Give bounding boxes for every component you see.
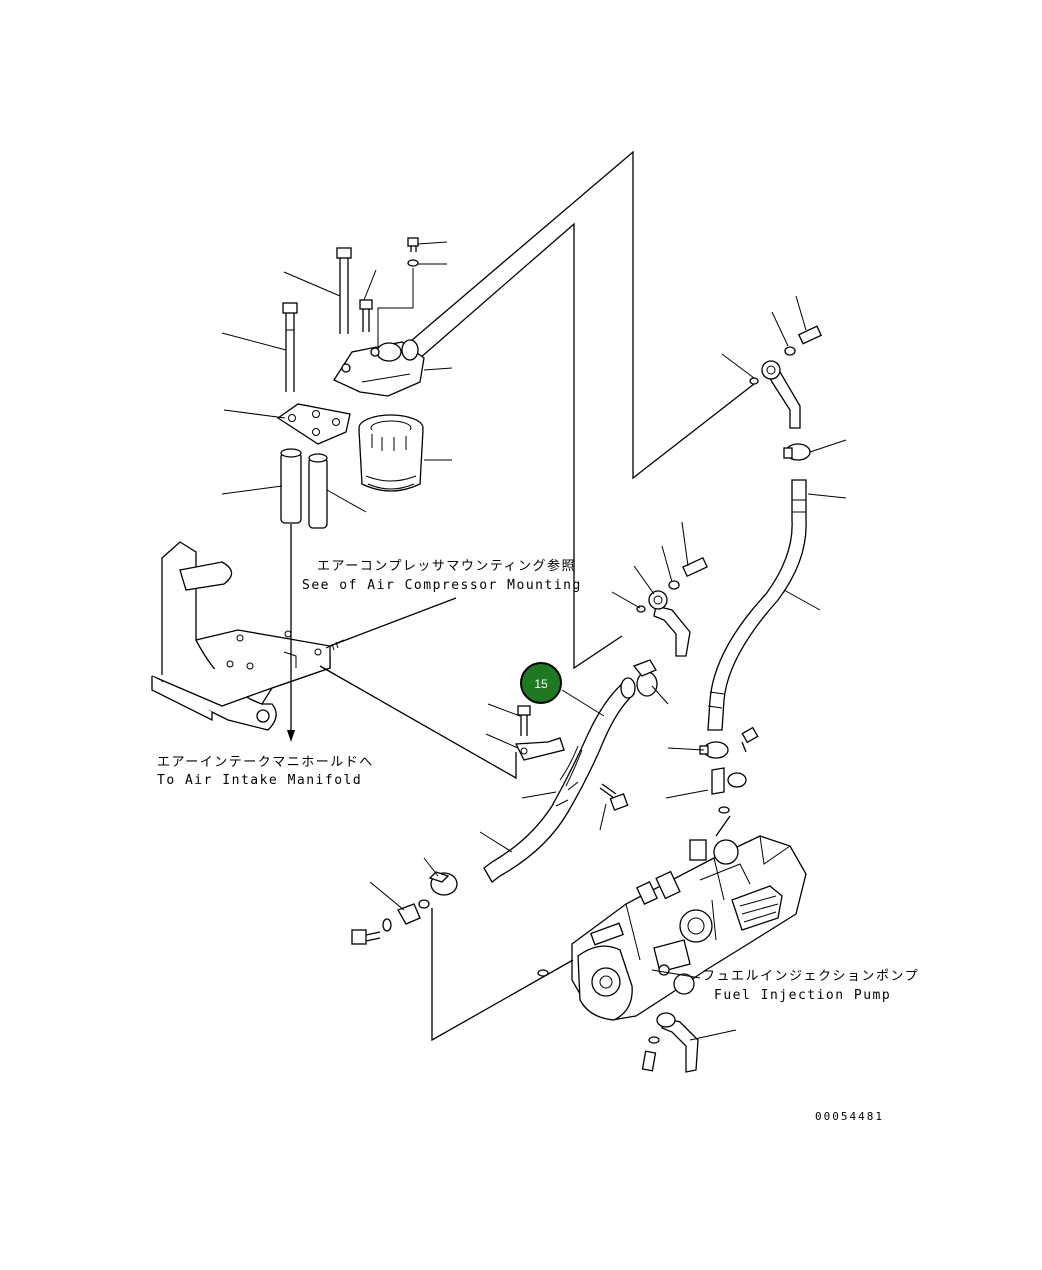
section-boundary-lines	[397, 150, 755, 670]
inlet-fittings	[351, 899, 549, 977]
air-compressor-label-jp: エアーコンプレッサマウンティング参照	[317, 558, 576, 574]
pump-top-line	[715, 815, 731, 837]
return-fittings	[699, 726, 759, 814]
eye-joint-upper	[636, 556, 708, 657]
fuel-hose-right	[707, 479, 807, 731]
fuel-filter-cartridge	[358, 414, 424, 492]
spacer-collars	[280, 448, 328, 529]
fuel-filter-head	[333, 339, 425, 397]
fuel-hose-15	[483, 677, 636, 883]
callout-15-number: 15	[534, 677, 548, 691]
leader-lines	[221, 241, 847, 1041]
hose-clamp-right	[783, 443, 811, 461]
fuel-injection-pump	[571, 835, 807, 1021]
air-intake-label-jp: エアーインテークマニホールドへ	[157, 755, 374, 770]
air-intake-label-en: To Air Intake Manifold	[157, 773, 362, 788]
air-intake-arrow	[287, 524, 295, 742]
fuel-pump-label-en: Fuel Injection Pump	[714, 988, 891, 1003]
center-bolts	[517, 705, 629, 811]
fuel-pump-label-jp: フュエルインジェクションポンプ	[702, 969, 919, 984]
engine-mounting-bracket	[151, 541, 331, 731]
small-bolts	[359, 237, 419, 332]
callout-15-circle[interactable]	[520, 662, 562, 704]
bracket-connector-line	[319, 665, 517, 780]
pump-outlet-pipe	[641, 1012, 699, 1073]
filter-bracket-plate	[276, 403, 351, 445]
clip-bracket	[514, 737, 565, 761]
compressor-ref-leader	[325, 597, 457, 651]
drawing-number: 00054481	[815, 1110, 884, 1123]
eye-joint-top-right	[749, 325, 823, 429]
pump-feed-line	[431, 908, 574, 1042]
air-compressor-label-en: See of Air Compressor Mounting	[302, 578, 582, 593]
hose-clamps-center	[428, 659, 658, 896]
callout-15[interactable]: 15	[520, 662, 562, 704]
